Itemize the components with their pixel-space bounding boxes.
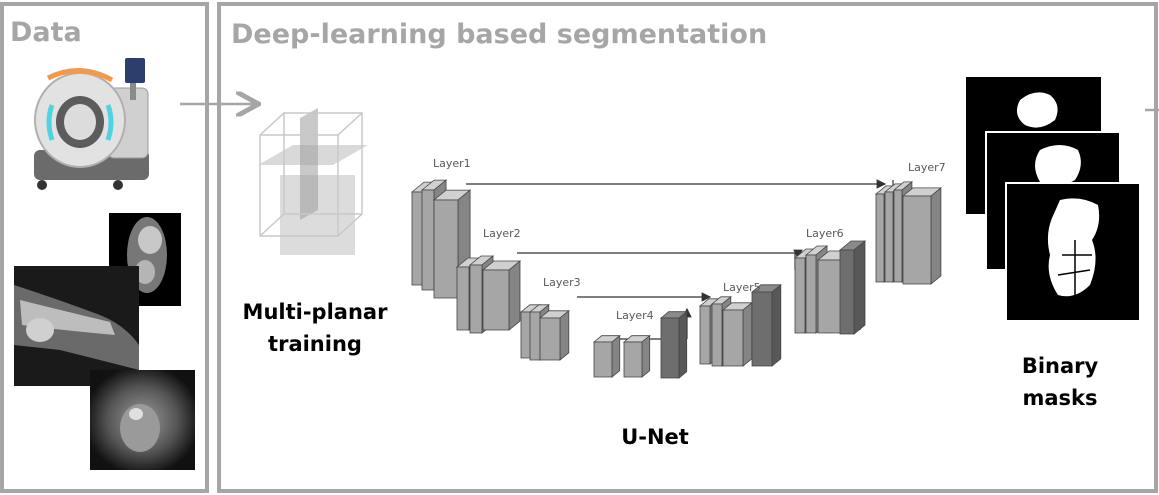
data-panel	[0, 2, 209, 493]
unet-block-6-front	[482, 269, 510, 331]
unet-block-3-front	[433, 199, 459, 299]
multi-planar-training-label: Multi-planar training	[234, 296, 396, 360]
unet-layer7-label: Layer7	[908, 161, 946, 174]
data-panel-title: Data	[10, 17, 82, 48]
multi-planar-label-line2: training	[268, 332, 362, 356]
ct-images	[14, 213, 195, 470]
unet-block-16-front	[751, 291, 773, 367]
unet-block-12-front	[660, 317, 680, 379]
multi-planar-cube-icon	[258, 108, 368, 255]
unet-layer3-label: Layer3	[543, 276, 581, 289]
unet-block-24-side	[930, 187, 942, 285]
unet-block-15-front	[722, 309, 744, 367]
multi-planar-label-line1: Multi-planar	[242, 300, 388, 324]
unet-block-24-front	[902, 195, 932, 285]
binary-masks-label: Binary masks	[1010, 350, 1110, 414]
unet-block-7-front	[520, 311, 532, 359]
unet-block-9-front	[539, 317, 561, 361]
unet-block-8-front	[529, 311, 541, 361]
binary-masks-label-line2: masks	[1022, 386, 1098, 410]
unet-block-4-front	[456, 266, 470, 331]
unet-block-12-side	[678, 310, 688, 379]
unet-block-13-front	[699, 305, 711, 365]
unet-block-14-front	[711, 303, 723, 367]
unet-block-15-side	[742, 301, 753, 367]
unet-layer6-label: Layer6	[806, 227, 844, 240]
unet-block-20-front	[839, 249, 855, 335]
unet-layer1-label: Layer1	[433, 157, 471, 170]
binary-masks-label-line1: Binary	[1021, 354, 1099, 378]
unet-block-22-front	[884, 191, 894, 283]
unet-block-10-side	[611, 334, 621, 378]
segmentation-panel	[217, 2, 1158, 493]
unet-block-6-side	[508, 260, 521, 331]
binary-masks-stack	[966, 77, 1141, 322]
unet-block-21-front	[875, 193, 885, 283]
unet-block-2-front	[421, 189, 435, 291]
unet-block-17-front	[794, 257, 806, 334]
unet-layer4-label: Layer4	[616, 309, 654, 322]
unet-block-19-front	[817, 259, 843, 334]
unet-block-9-side	[559, 309, 570, 361]
unet-block-16-side	[771, 283, 782, 367]
unet-block-18-front	[805, 254, 817, 334]
unet-block-5-front	[469, 264, 483, 334]
unet-block-23-front	[893, 189, 903, 283]
segmentation-panel-title: Deep-learning based segmentation	[231, 19, 768, 50]
unet-block-11-front	[623, 341, 643, 378]
unet-layer5-label: Layer5	[723, 281, 761, 294]
unet-label: U-Net	[621, 425, 689, 449]
unet-block-10-front	[593, 341, 613, 378]
unet-blocks	[410, 179, 943, 379]
unet-block-11-side	[641, 334, 651, 378]
ct-scanner-icon	[34, 58, 149, 190]
unet-layer2-label: Layer2	[483, 227, 521, 240]
unet-block-20-side	[853, 240, 866, 335]
